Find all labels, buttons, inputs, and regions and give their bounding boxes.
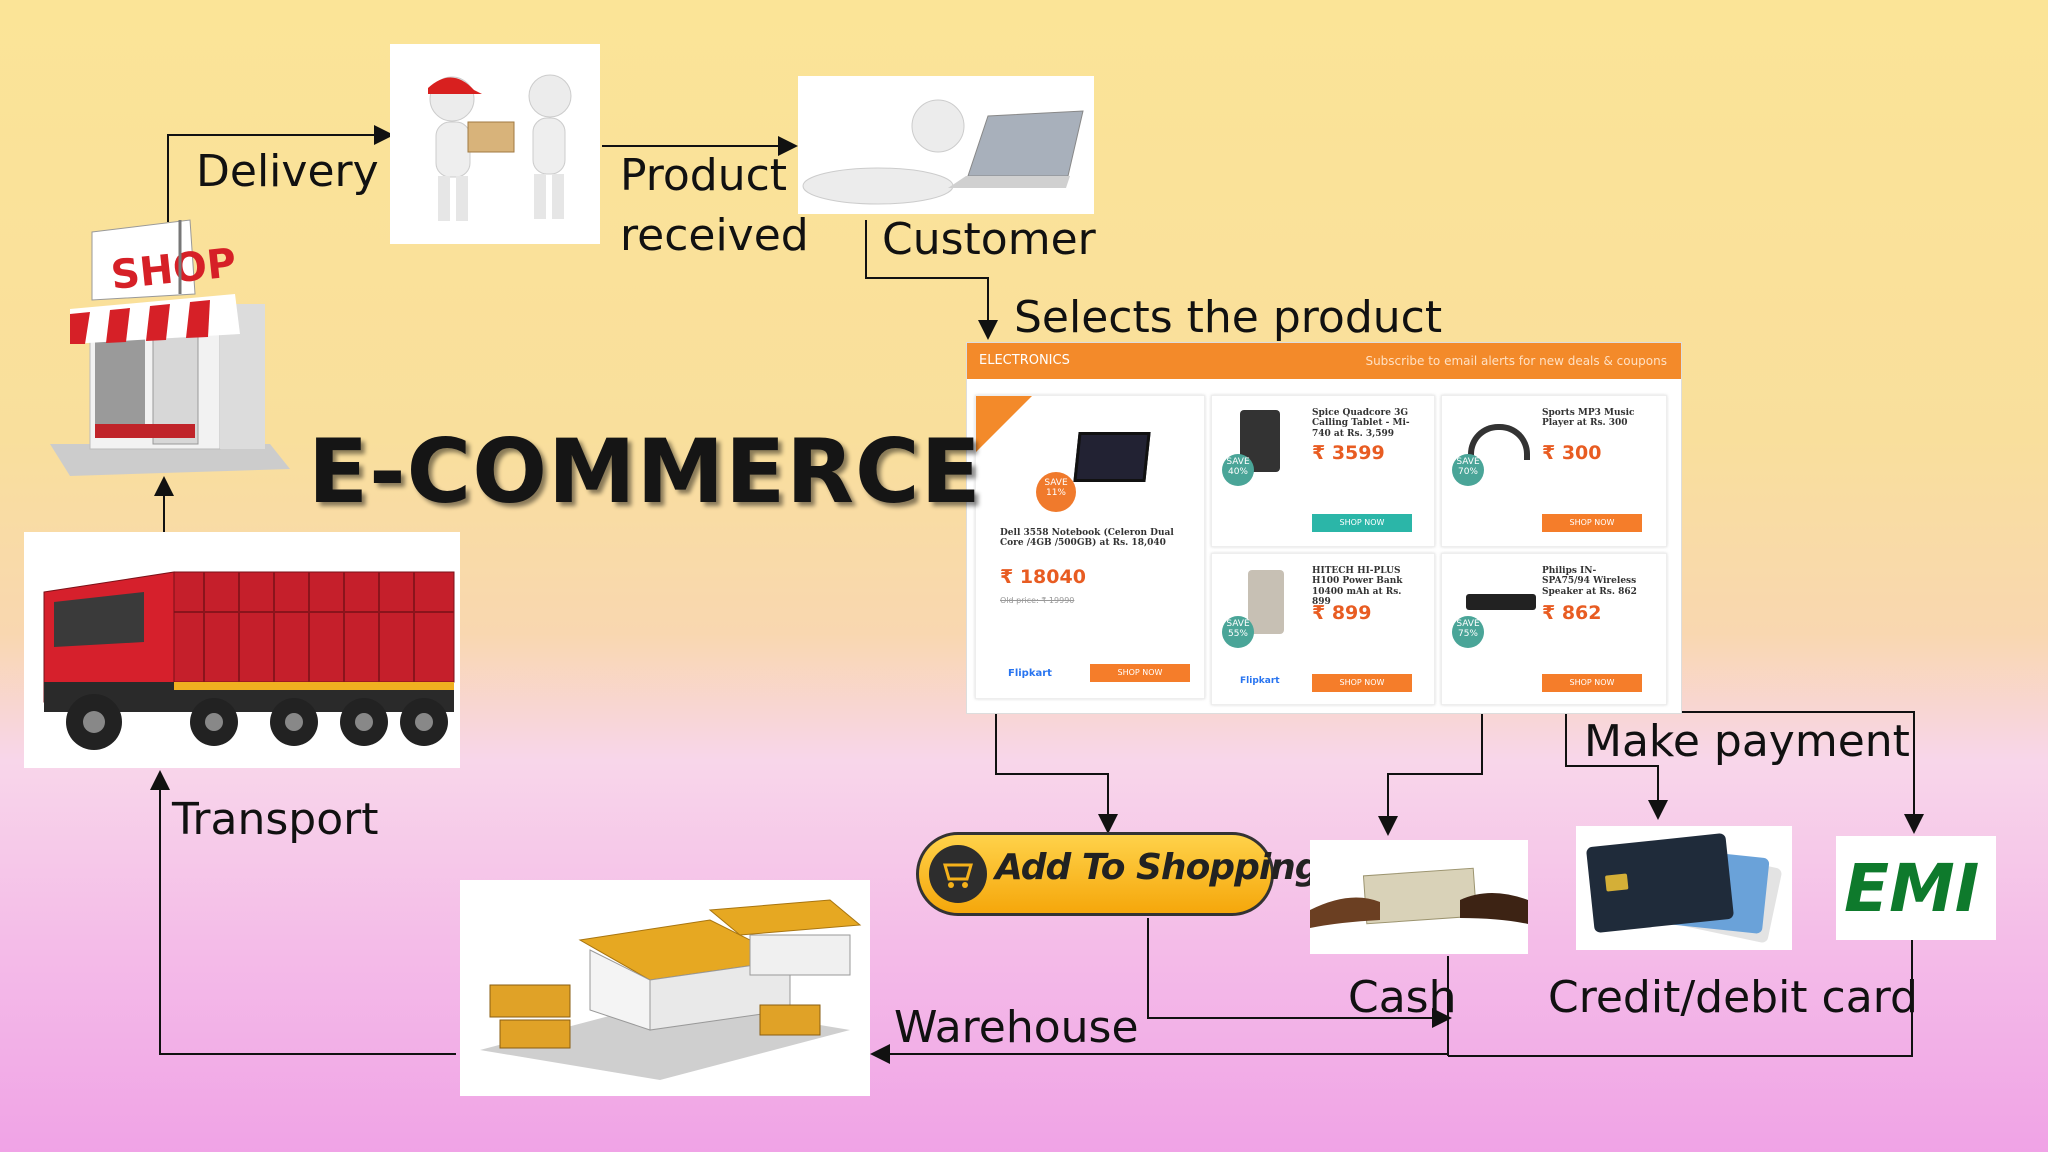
- catalog-header: ELECTRONICS Subscribe to email alerts fo…: [967, 343, 1681, 379]
- save-badge: SAVE 70%: [1452, 454, 1484, 486]
- product-price: ₹ 3599: [1312, 442, 1385, 464]
- card-label: Credit/debit card: [1548, 972, 1918, 1023]
- save-badge: SAVE 75%: [1452, 616, 1484, 648]
- arrow-to-cash: [1378, 712, 1483, 836]
- product-name: Philips IN-SPA75/94 Wireless Speaker at …: [1542, 566, 1637, 597]
- product-price: ₹ 862: [1542, 602, 1602, 624]
- line-emi-down: [1448, 940, 1913, 1057]
- cash-label: Cash: [1348, 972, 1457, 1023]
- product-card[interactable]: SAVE 11% Dell 3558 Notebook (Celeron Dua…: [975, 395, 1205, 699]
- make-payment-label: Make payment: [1584, 716, 1910, 767]
- emi-text: EMI: [1844, 850, 1980, 927]
- save-badge: SAVE 11%: [1036, 472, 1076, 512]
- save-badge: SAVE 55%: [1222, 616, 1254, 648]
- arrow-customer-to-selects: [865, 220, 998, 340]
- page-title: E-COMMERCE: [308, 420, 982, 523]
- delivery-image: [390, 44, 600, 244]
- product-card[interactable]: SAVE 70% Sports MP3 Music Player at Rs. …: [1441, 395, 1667, 547]
- add-to-cart-button[interactable]: Add To Shopping Cart: [916, 832, 1414, 916]
- arrow-cart-to-payment: [1147, 918, 1452, 1028]
- transport-label: Transport: [172, 794, 379, 845]
- cash-image: [1310, 840, 1528, 954]
- product-catalog: ELECTRONICS Subscribe to email alerts fo…: [966, 342, 1682, 714]
- seller-logo: Flipkart: [1240, 676, 1280, 686]
- shop-now-button[interactable]: SHOP NOW: [1542, 674, 1642, 692]
- powerbank-icon: [1248, 570, 1284, 634]
- product-received-label-2: received: [620, 210, 809, 261]
- credit-card-image: [1576, 826, 1792, 950]
- product-name: Dell 3558 Notebook (Celeron Dual Core /4…: [1000, 528, 1174, 549]
- shop-now-button[interactable]: SHOP NOW: [1312, 514, 1412, 532]
- product-name: Spice Quadcore 3G Calling Tablet - Mi-74…: [1312, 408, 1410, 439]
- seller-logo: Flipkart: [1008, 668, 1052, 679]
- speaker-icon: [1466, 594, 1536, 610]
- arrow-shop-to-delivery: [167, 125, 394, 222]
- product-card[interactable]: SAVE 75% Philips IN-SPA75/94 Wireless Sp…: [1441, 553, 1667, 705]
- product-name: Sports MP3 Music Player at Rs. 300: [1542, 408, 1635, 429]
- product-price: ₹ 300: [1542, 442, 1602, 464]
- warehouse-image: [460, 880, 870, 1096]
- delivery-label: Delivery: [196, 146, 379, 197]
- truck-image: [24, 532, 460, 768]
- laptop-icon: [1073, 432, 1151, 482]
- shop-icon: SHOP: [50, 219, 290, 476]
- headphones-icon: [1468, 424, 1530, 460]
- product-card[interactable]: SAVE 40% Spice Quadcore 3G Calling Table…: [1211, 395, 1435, 547]
- product-received-label: Product: [620, 150, 788, 201]
- warehouse-label: Warehouse: [894, 1002, 1139, 1053]
- arrow-to-card: [1565, 712, 1668, 820]
- emi-logo: EMI: [1836, 836, 1996, 940]
- old-price: Old price: ₹ 19990: [1000, 596, 1075, 605]
- catalog-title: ELECTRONICS: [979, 353, 1070, 368]
- product-price: ₹ 899: [1312, 602, 1372, 624]
- product-price: ₹ 18040: [1000, 566, 1086, 588]
- customer-image: [798, 76, 1094, 214]
- shop-now-button[interactable]: SHOP NOW: [1542, 514, 1642, 532]
- arrow-catalog-to-cart: [995, 712, 1118, 834]
- product-name: HITECH HI-PLUS H100 Power Bank 10400 mAh…: [1312, 566, 1403, 608]
- selects-product-label: Selects the product: [1014, 292, 1443, 343]
- shop-now-button[interactable]: SHOP NOW: [1090, 664, 1190, 682]
- catalog-subscribe: Subscribe to email alerts for new deals …: [1365, 354, 1667, 368]
- arrow-warehouse-to-transport: [150, 770, 456, 1055]
- save-badge: SAVE 40%: [1222, 454, 1254, 486]
- cart-icon: [929, 845, 987, 903]
- product-card[interactable]: SAVE 55% HITECH HI-PLUS H100 Power Bank …: [1211, 553, 1435, 705]
- shop-now-button[interactable]: SHOP NOW: [1312, 674, 1412, 692]
- customer-label: Customer: [882, 214, 1096, 265]
